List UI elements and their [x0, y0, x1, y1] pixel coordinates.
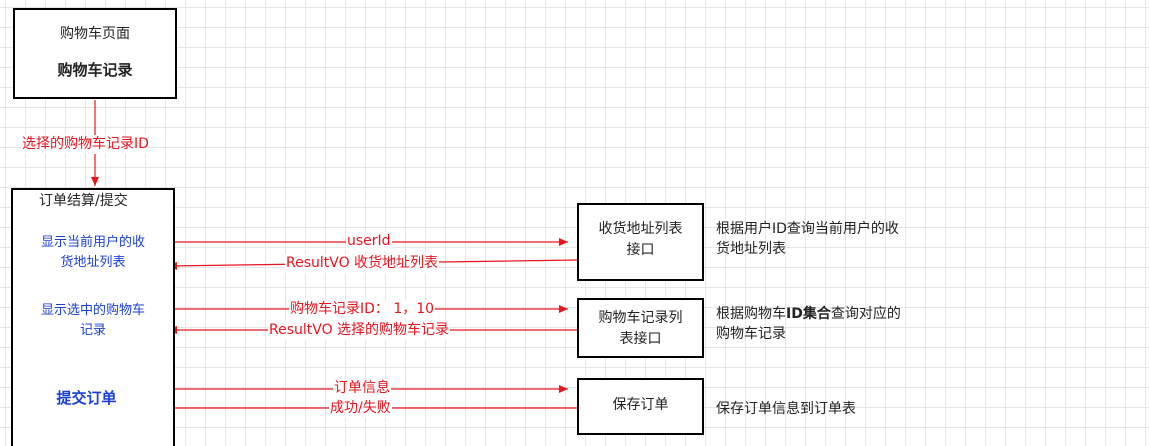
submit-order-text: 提交订单 — [56, 389, 117, 407]
cart-ids-label: 购物车记录ID： 1，10 — [289, 300, 436, 319]
show-cart-text-1: 显示选中的购物车 — [40, 303, 145, 318]
cart-note-line1: 根据购物车ID集合查询对应的 — [716, 305, 901, 324]
address-interface-line2: 接口 — [626, 242, 655, 258]
cart-note-part-c: 查询对应的 — [830, 306, 901, 322]
address-interface-line1: 收货地址列表 — [598, 221, 683, 237]
order-info-label: 订单信息 — [333, 379, 391, 398]
show-address-text-1: 显示当前用户的收 — [40, 235, 145, 250]
show-address-text-2: 货地址列表 — [60, 255, 126, 270]
address-note-line1: 根据用户ID查询当前用户的收 — [716, 221, 899, 237]
userid-label: userId — [346, 232, 392, 251]
show-cart-text-2: 记录 — [79, 323, 106, 338]
address-note-line2: 货地址列表 — [716, 241, 786, 257]
address-result-label: ResultVO 收货地址列表 — [285, 254, 440, 273]
save-order-label: 保存订单 — [612, 397, 669, 413]
checkout-box: 订单结算/提交 显示当前用户的收 货地址列表 显示选中的购物车 记录 提交订单 — [11, 188, 175, 446]
cart-record-label: 购物车记录 — [57, 61, 133, 79]
save-order-note: 保存订单信息到订单表 — [716, 401, 856, 417]
cart-note-part-b: ID集合 — [786, 306, 831, 322]
save-order-box: 保存订单 — [577, 378, 704, 435]
cart-interface-line1: 购物车记录列 — [598, 310, 683, 326]
cart-page-title: 购物车页面 — [60, 26, 130, 42]
cart-result-label: ResultVO 选择的购物车记录 — [268, 321, 451, 340]
checkout-title: 订单结算/提交 — [39, 193, 128, 209]
cart-interface-line2: 表接口 — [619, 331, 662, 347]
success-fail-label: 成功/失败 — [329, 399, 392, 418]
address-list-interface-box: 收货地址列表 接口 — [577, 203, 704, 281]
selected-cart-id-label: 选择的购物车记录ID — [21, 135, 150, 154]
cart-page-box: 购物车页面 购物车记录 — [13, 8, 177, 99]
cart-note-line2: 购物车记录 — [716, 326, 786, 342]
cart-note-part-a: 根据购物车 — [716, 306, 786, 322]
cart-list-interface-box: 购物车记录列 表接口 — [577, 298, 704, 358]
